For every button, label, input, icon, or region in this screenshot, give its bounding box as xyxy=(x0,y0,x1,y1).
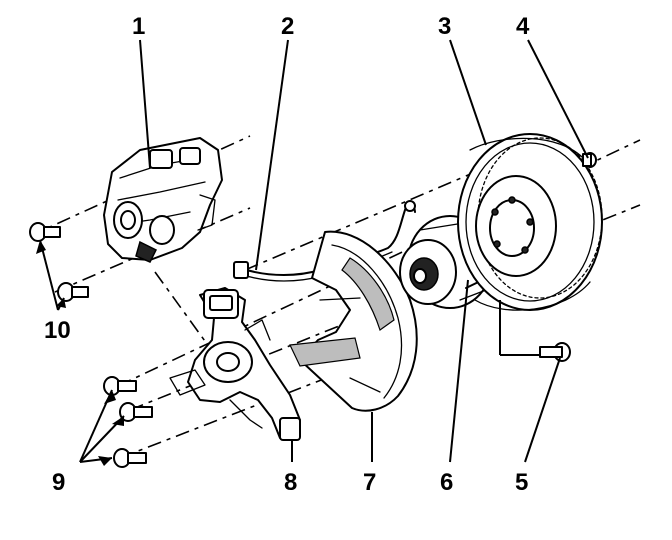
callout-2: 2 xyxy=(281,13,294,40)
callout-3: 3 xyxy=(438,13,451,40)
callout-9: 9 xyxy=(52,469,65,496)
callout-7: 7 xyxy=(363,469,376,496)
knuckle-bolt-middle xyxy=(119,402,153,422)
steering-knuckle xyxy=(169,287,301,441)
knuckle-bolt-upper xyxy=(103,376,137,396)
brake-caliper xyxy=(103,137,223,263)
brake-rotor xyxy=(457,133,603,311)
callout-8: 8 xyxy=(284,469,297,496)
callout-labels: 1 2 3 4 5 6 7 8 9 10 xyxy=(44,13,530,496)
callout-5: 5 xyxy=(515,469,528,496)
knuckle-bolt-lower xyxy=(113,448,147,468)
callout-1: 1 xyxy=(132,13,145,40)
hub-bolt xyxy=(539,342,571,362)
caliper-bolt-upper xyxy=(29,222,61,242)
callout-6: 6 xyxy=(440,469,453,496)
arrowheads xyxy=(36,240,124,466)
splash-shield xyxy=(289,230,418,412)
callout-10: 10 xyxy=(44,317,71,344)
caliper-bolt-lower xyxy=(57,282,89,302)
rotor-retaining-screw xyxy=(582,152,597,168)
callout-4: 4 xyxy=(516,13,530,40)
